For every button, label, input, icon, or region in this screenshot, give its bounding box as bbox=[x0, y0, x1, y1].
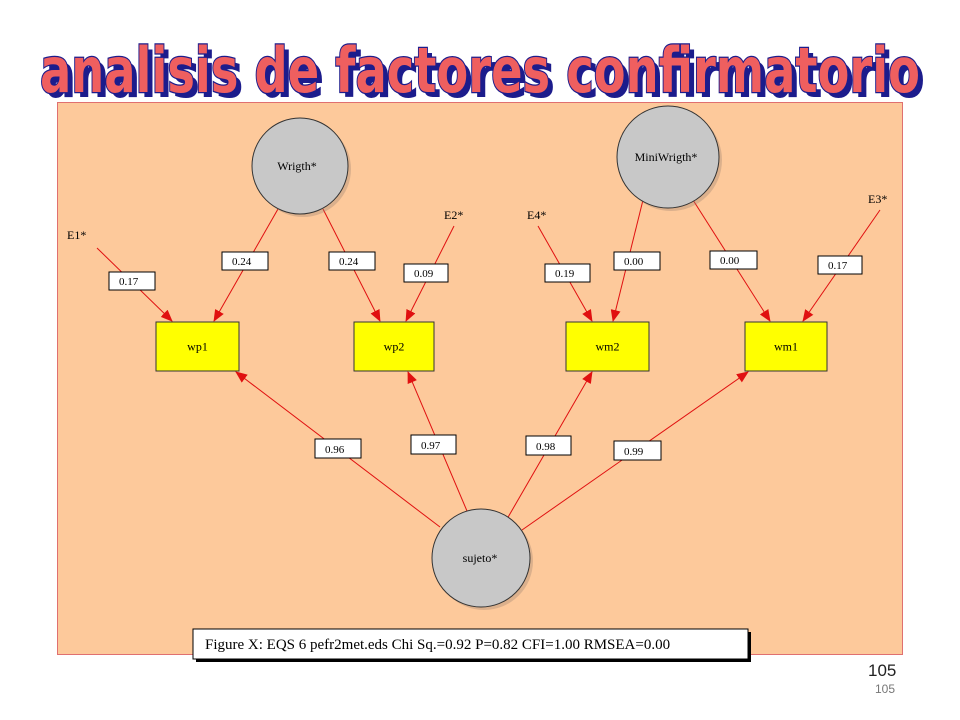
observed-variable-label-wp2: wp2 bbox=[384, 340, 405, 354]
latent-factor-sujeto bbox=[431, 508, 531, 608]
coefficient-label-sujeto-wp2: 0.97 bbox=[421, 440, 441, 452]
coefficient-label-sujeto-wp1: 0.96 bbox=[325, 444, 345, 456]
observed-variable-label-wm2: wm2 bbox=[596, 340, 620, 354]
slide-title-text: analisis de factores confirmatorio bbox=[40, 34, 920, 100]
coefficient-box-wrigth-wp1 bbox=[221, 251, 269, 271]
coefficient-label-miniwrigth-wm2: 0.00 bbox=[624, 256, 644, 268]
observed-variable-wp1 bbox=[155, 321, 240, 372]
coefficient-label-e4-wm2: 0.19 bbox=[555, 268, 575, 280]
coefficient-box-wrigth-wp2 bbox=[328, 251, 376, 271]
observed-variable-label-wm1: wm1 bbox=[774, 340, 798, 354]
coefficient-box-e3-wm1 bbox=[817, 255, 863, 275]
latent-factor-wrigth bbox=[251, 117, 349, 215]
coefficient-box-miniwrigth-wm1 bbox=[709, 250, 758, 270]
error-term-label-e3: E3* bbox=[868, 192, 887, 206]
coefficient-label-sujeto-wm2: 0.98 bbox=[536, 441, 556, 453]
observed-variable-wm1 bbox=[744, 321, 828, 372]
coefficient-label-wrigth-wp2: 0.24 bbox=[339, 256, 359, 268]
coefficient-label-miniwrigth-wm1: 0.00 bbox=[720, 255, 740, 267]
coefficient-box-e2-wp2 bbox=[403, 263, 449, 283]
coefficient-box-sujeto-wm2 bbox=[525, 435, 572, 456]
latent-factor-label-wrigth: Wrigth* bbox=[277, 159, 317, 173]
observed-variable-wm2 bbox=[565, 321, 650, 372]
coefficient-box-sujeto-wm1 bbox=[613, 440, 662, 461]
coefficient-label-sujeto-wm1: 0.99 bbox=[624, 446, 644, 458]
page-number-small: 105 bbox=[875, 682, 896, 696]
coefficient-box-e1-wp1 bbox=[108, 271, 156, 291]
caption-text: Figure X: EQS 6 pefr2met.eds Chi Sq.=0.9… bbox=[205, 637, 670, 653]
coefficient-label-e1-wp1: 0.17 bbox=[119, 276, 139, 288]
caption-box bbox=[192, 628, 749, 660]
slide-title-shadow: analisis de factores confirmatorio bbox=[45, 39, 925, 100]
coefficient-box-sujeto-wp1 bbox=[314, 438, 362, 459]
error-term-label-e4: E4* bbox=[527, 208, 546, 222]
latent-factor-label-miniwrigth: MiniWrigth* bbox=[635, 150, 698, 164]
page-number: 105 bbox=[868, 661, 897, 680]
observed-variable-label-wp1: wp1 bbox=[187, 340, 208, 354]
error-term-label-e1: E1* bbox=[67, 228, 86, 242]
coefficient-label-e3-wm1: 0.17 bbox=[828, 260, 848, 272]
slide-title: analisis de factores confirmatorio anali… bbox=[39, 33, 925, 100]
coefficient-box-e4-wm2 bbox=[544, 263, 591, 283]
error-term-label-e2: E2* bbox=[444, 208, 463, 222]
coefficient-box-miniwrigth-wm2 bbox=[613, 251, 661, 271]
coefficient-label-wrigth-wp1: 0.24 bbox=[232, 256, 252, 268]
coefficient-box-sujeto-wp2 bbox=[410, 434, 457, 455]
latent-factor-label-sujeto: sujeto* bbox=[463, 551, 498, 565]
latent-factor-miniwrigth bbox=[616, 105, 720, 209]
coefficient-label-e2-wp2: 0.09 bbox=[414, 268, 434, 280]
observed-variable-wp2 bbox=[353, 321, 435, 372]
